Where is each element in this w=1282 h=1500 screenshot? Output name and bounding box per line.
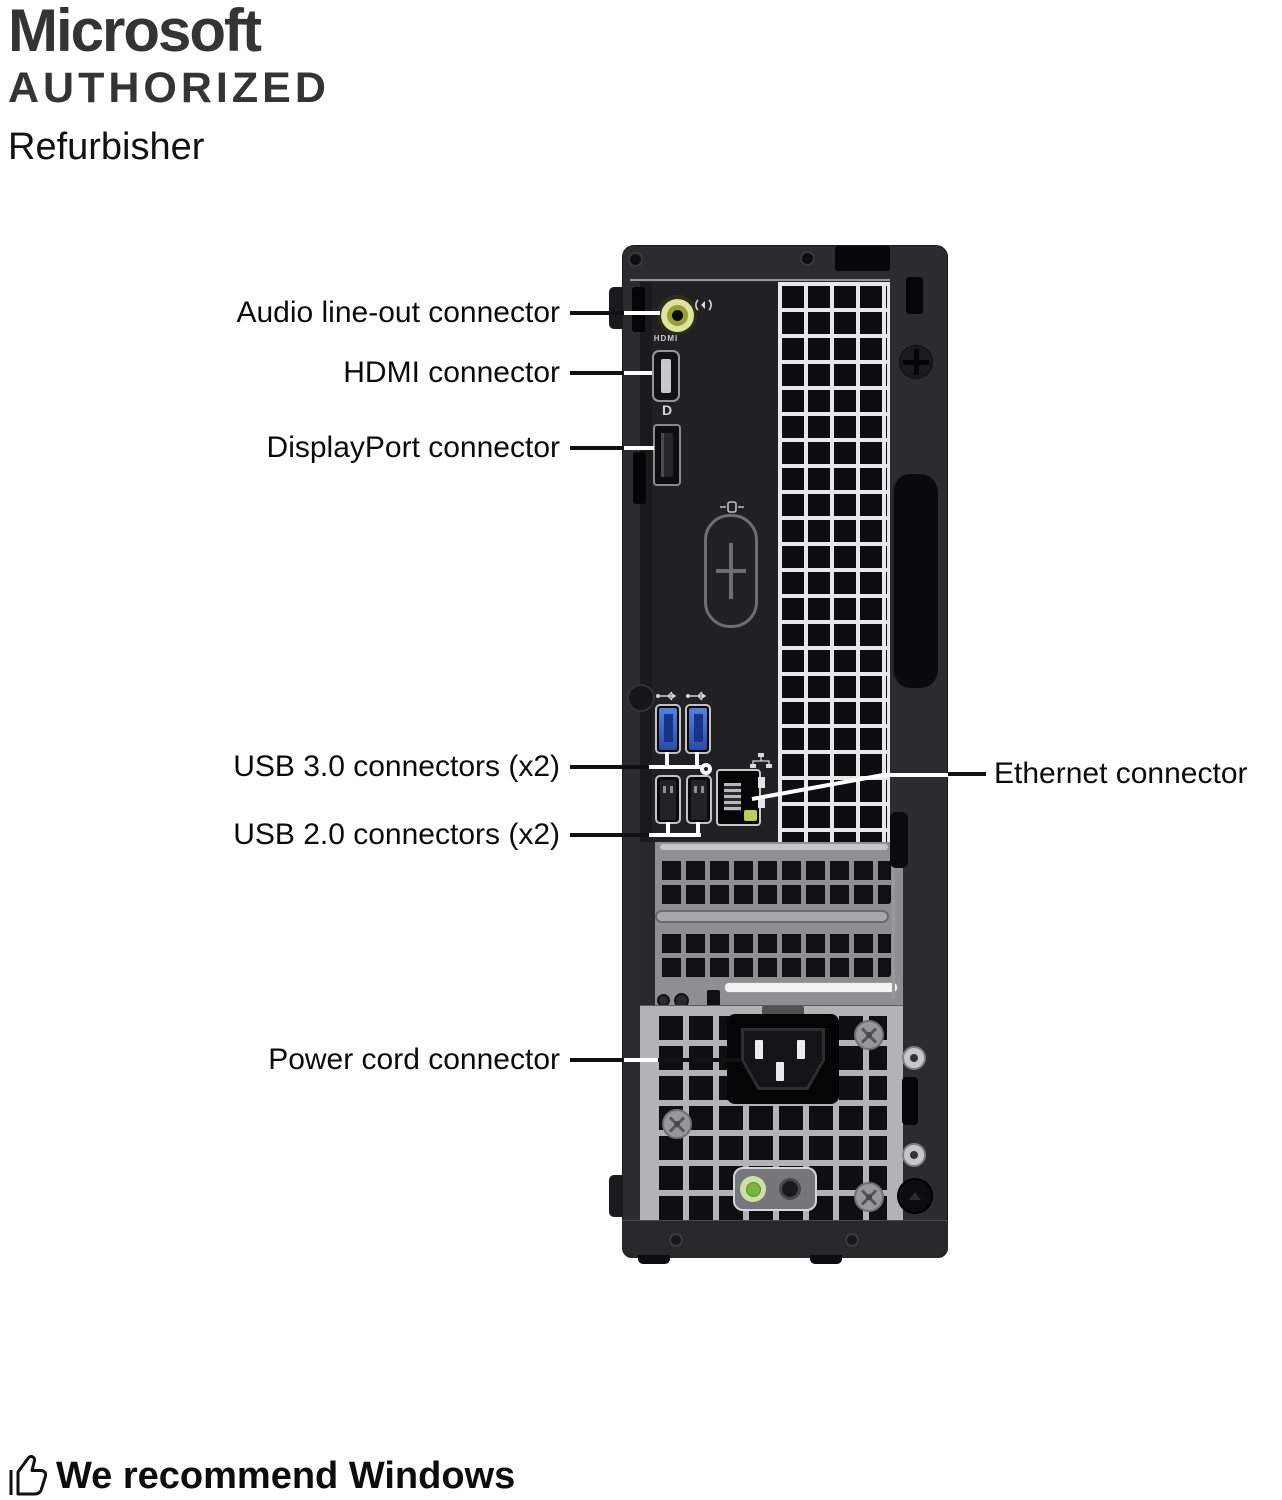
io-panel-screw-dimple xyxy=(627,684,655,712)
slot-bottom-highlight xyxy=(724,982,898,993)
usb3-port-2-inner xyxy=(689,708,707,750)
displayport-logo-icon: D xyxy=(661,402,673,418)
logo-microsoft-text: Microsoft xyxy=(8,0,262,64)
usb3-port-1-tongue xyxy=(663,714,673,742)
case-foot-left xyxy=(638,1255,670,1264)
usb3-ss-icon-2 xyxy=(686,691,707,701)
right-band-slot xyxy=(906,277,923,314)
psu-test-button xyxy=(779,1178,801,1200)
right-band-slot-2 xyxy=(902,1077,918,1125)
slot-divider-groove xyxy=(655,910,889,923)
bottom-screw-1 xyxy=(669,1233,683,1247)
logo-authorized-text: AUTHORIZED xyxy=(8,64,330,112)
case-left-tab-top xyxy=(609,287,623,329)
usb3-port-1-inner xyxy=(659,708,677,750)
psu-led-panel xyxy=(733,1167,817,1211)
audio-jack-hole xyxy=(671,309,683,321)
c14-prong-left xyxy=(755,1040,763,1059)
case-left-tab-bottom xyxy=(609,1175,623,1217)
psu-status-led-core xyxy=(745,1181,761,1197)
vga-monitor-icon xyxy=(720,501,744,513)
bracket-screw-1 xyxy=(902,1046,926,1070)
psu-screw-left xyxy=(662,1109,692,1139)
slot-cover-1 xyxy=(657,856,891,904)
hdmi-tongue xyxy=(661,359,671,393)
psu-screw-topright xyxy=(854,1020,884,1050)
case-thumbscrew-top xyxy=(899,345,933,379)
network-icon xyxy=(750,753,772,768)
usb3-port-1 xyxy=(655,704,681,754)
power-inlet-latch xyxy=(762,1006,804,1016)
bottom-screw-2 xyxy=(845,1233,859,1247)
power-cord-port xyxy=(727,1014,839,1104)
usb3-port-2-tongue xyxy=(693,714,703,742)
slot-cover-2 xyxy=(657,929,891,977)
speaker-out-icon xyxy=(695,299,712,311)
io-edge-slot-1 xyxy=(632,287,645,332)
usb3-port-2 xyxy=(685,704,711,754)
slot-bracket-rail xyxy=(892,868,895,998)
ethernet-contacts xyxy=(724,783,741,811)
callout-power-cord: Power cord connector xyxy=(268,1043,560,1076)
callout-usb2: USB 2.0 connectors (x2) xyxy=(233,818,560,851)
c14-prong-center xyxy=(776,1062,784,1081)
bracket-screw-2 xyxy=(902,1143,926,1167)
callout-audio-line-out: Audio line-out connector xyxy=(236,296,560,329)
callout-usb3: USB 3.0 connectors (x2) xyxy=(233,750,560,783)
hdmi-port xyxy=(652,350,680,402)
audio-ring-outer xyxy=(660,298,694,332)
usb2-port-2-inner xyxy=(691,779,707,820)
slot-top-highlight xyxy=(660,844,888,850)
case-foot-right xyxy=(810,1255,842,1264)
top-cutout xyxy=(835,246,890,271)
ethernet-led xyxy=(744,810,757,821)
displayport-tongue xyxy=(661,433,673,477)
top-screw-hole-right xyxy=(800,251,815,266)
audio-ring-inner xyxy=(666,304,688,326)
callout-displayport: DisplayPort connector xyxy=(266,431,560,464)
padlock-loop xyxy=(890,812,908,868)
callout-ethernet: Ethernet connector xyxy=(994,757,1248,790)
usb2-port-1 xyxy=(655,775,681,824)
we-recommend-windows-text: We recommend Windows xyxy=(56,1455,516,1497)
usb2-port-1-inner xyxy=(660,779,676,820)
vga-knockout-cross-h xyxy=(716,569,746,573)
slot-small-cutout xyxy=(707,990,720,1007)
vga-knockout-plate xyxy=(704,514,758,628)
psu-status-led xyxy=(740,1176,766,1202)
case-thumbscrew-bottom xyxy=(897,1178,933,1214)
ethernet-clip-top xyxy=(758,777,765,788)
top-band-hairline xyxy=(630,279,890,281)
ethernet-port xyxy=(716,769,765,826)
logo-refurbisher-text: Refurbisher xyxy=(8,126,205,168)
psu-screw-bottomright xyxy=(854,1182,884,1212)
displayport-port xyxy=(653,424,681,486)
io-panel-seam xyxy=(640,282,652,842)
thumbs-up-icon xyxy=(9,1455,48,1496)
usb3-ss-icon-1 xyxy=(656,691,677,701)
top-screw-hole-left xyxy=(628,252,643,267)
rear-handle xyxy=(892,474,938,688)
hdmi-port-label: HDMI xyxy=(653,334,679,343)
audio-line-out-port xyxy=(657,295,697,335)
callout-hdmi: HDMI connector xyxy=(343,356,560,389)
ethernet-clip-bottom xyxy=(758,797,765,808)
vent-grid xyxy=(778,282,890,842)
c14-prong-right xyxy=(797,1040,805,1059)
usb2-port-2 xyxy=(686,775,712,824)
io-edge-slot-2 xyxy=(633,452,646,504)
